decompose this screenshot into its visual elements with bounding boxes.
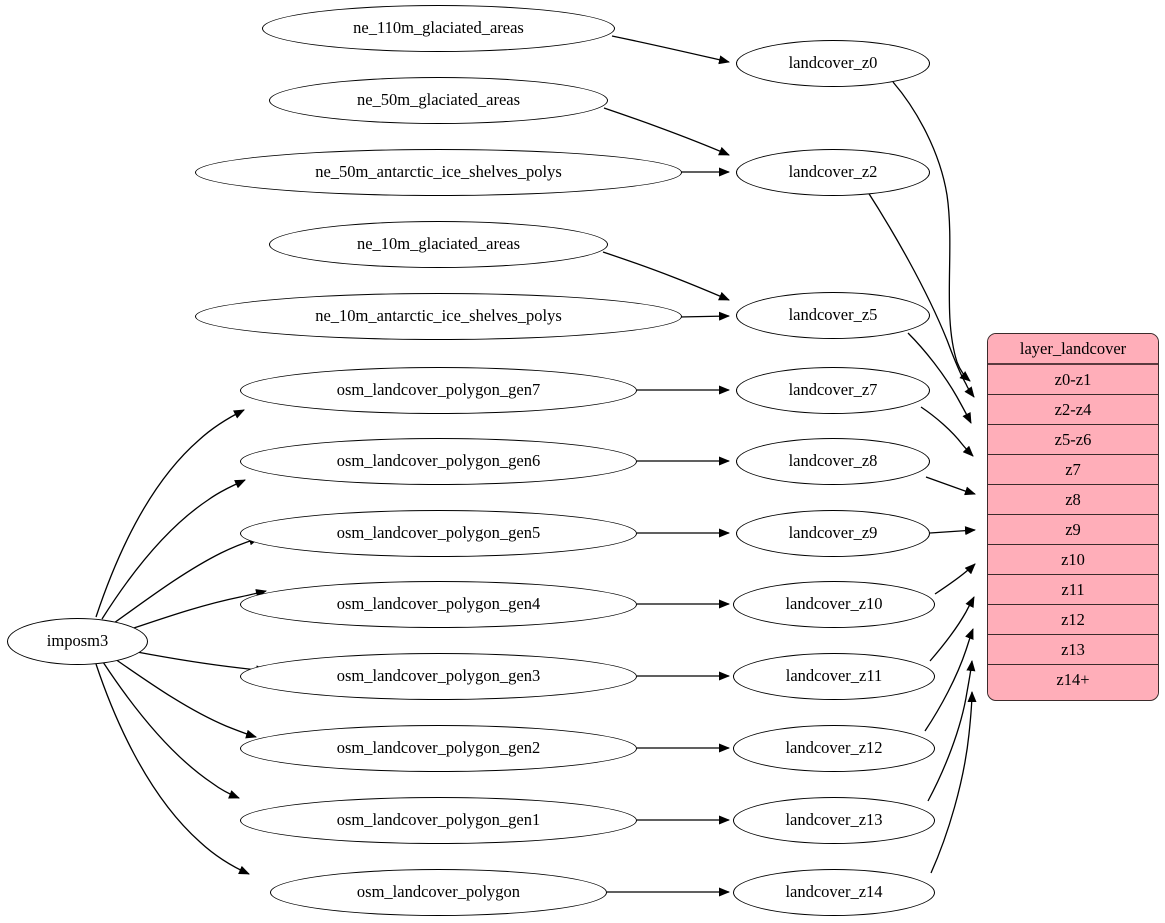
node-imposm3-label: imposm3 <box>46 631 109 651</box>
layer-table-row-z14plus[interactable]: z14+ <box>988 665 1158 695</box>
node-osm-landcover-polygon-gen3[interactable]: osm_landcover_polygon_gen3 <box>240 653 637 700</box>
node-osm-landcover-polygon-gen2[interactable]: osm_landcover_polygon_gen2 <box>240 725 637 772</box>
edge-z11-to-row-z11 <box>929 596 975 662</box>
edge-imposm3-to-gen1 <box>102 661 240 799</box>
node-osm-landcover-polygon-gen1-label: osm_landcover_polygon_gen1 <box>336 810 541 830</box>
node-osm-landcover-polygon-gen1[interactable]: osm_landcover_polygon_gen1 <box>240 797 637 844</box>
node-osm-landcover-polygon-gen6[interactable]: osm_landcover_polygon_gen6 <box>240 438 637 485</box>
node-landcover-z12-label: landcover_z12 <box>785 738 883 758</box>
node-landcover-z8-label: landcover_z8 <box>788 451 878 471</box>
node-ne-10m-glaciated-areas-label: ne_10m_glaciated_areas <box>356 234 521 254</box>
node-landcover-z0[interactable]: landcover_z0 <box>736 40 930 87</box>
node-ne-10m-glaciated-areas[interactable]: ne_10m_glaciated_areas <box>269 221 608 268</box>
edge-imposm3-to-polygon <box>95 663 250 875</box>
layer-table-row-z8[interactable]: z8 <box>988 485 1158 515</box>
node-landcover-z7-label: landcover_z7 <box>788 380 878 400</box>
layer-table-row-z0-z1[interactable]: z0-z1 <box>988 365 1158 395</box>
node-landcover-z11-label: landcover_z11 <box>785 666 883 686</box>
node-osm-landcover-polygon-gen7[interactable]: osm_landcover_polygon_gen7 <box>240 367 637 414</box>
node-osm-landcover-polygon[interactable]: osm_landcover_polygon <box>270 869 607 916</box>
edge-ne50mglac-to-z2 <box>603 107 730 156</box>
edge-z7-to-row-z7 <box>920 406 974 457</box>
layer-table-row-z12[interactable]: z12 <box>988 605 1158 635</box>
node-osm-landcover-polygon-gen5[interactable]: osm_landcover_polygon_gen5 <box>240 510 637 557</box>
edge-ne10mglac-to-z5 <box>602 251 730 301</box>
node-landcover-z5[interactable]: landcover_z5 <box>736 292 930 339</box>
layer-table-row-z5-z6[interactable]: z5-z6 <box>988 425 1158 455</box>
edge-z8-to-row-z8 <box>925 476 976 496</box>
layer-table-row-z10[interactable]: z10 <box>988 545 1158 575</box>
node-ne-50m-antarctic-ice-shelves-polys[interactable]: ne_50m_antarctic_ice_shelves_polys <box>195 149 682 196</box>
edge-ne10mantarctic-to-z5 <box>678 311 730 321</box>
node-landcover-z9-label: landcover_z9 <box>788 523 878 543</box>
edge-imposm3-to-gen5 <box>113 536 260 624</box>
node-landcover-z10-label: landcover_z10 <box>785 594 883 614</box>
node-osm-landcover-polygon-gen5-label: osm_landcover_polygon_gen5 <box>336 523 541 543</box>
node-landcover-z11[interactable]: landcover_z11 <box>733 653 935 700</box>
node-osm-landcover-polygon-gen3-label: osm_landcover_polygon_gen3 <box>336 666 541 686</box>
node-osm-landcover-polygon-gen2-label: osm_landcover_polygon_gen2 <box>336 738 541 758</box>
node-landcover-z2-label: landcover_z2 <box>788 162 878 182</box>
layer-table-row-z2-z4[interactable]: z2-z4 <box>988 395 1158 425</box>
node-ne-50m-antarctic-ice-shelves-polys-label: ne_50m_antarctic_ice_shelves_polys <box>315 162 562 182</box>
node-osm-landcover-polygon-label: osm_landcover_polygon <box>356 882 521 902</box>
layer-table-row-z7[interactable]: z7 <box>988 455 1158 485</box>
edge-imposm3-to-gen3 <box>136 651 267 675</box>
node-ne-110m-glaciated-areas-label: ne_110m_glaciated_areas <box>353 18 524 38</box>
edge-imposm3-to-gen6 <box>101 479 246 620</box>
node-landcover-z12[interactable]: landcover_z12 <box>733 725 935 772</box>
layer-table-row-z11[interactable]: z11 <box>988 575 1158 605</box>
edge-z9-to-row-z9 <box>929 526 976 536</box>
node-osm-landcover-polygon-gen4-label: osm_landcover_polygon_gen4 <box>336 594 541 614</box>
edge-imposm3-to-gen7 <box>95 409 245 618</box>
node-imposm3[interactable]: imposm3 <box>7 618 148 665</box>
layer-table-row-z13[interactable]: z13 <box>988 635 1158 665</box>
node-landcover-z14-label: landcover_z14 <box>785 882 883 902</box>
node-landcover-z2[interactable]: landcover_z2 <box>736 149 930 196</box>
node-ne-50m-glaciated-areas-label: ne_50m_glaciated_areas <box>356 90 521 110</box>
node-osm-landcover-polygon-gen4[interactable]: osm_landcover_polygon_gen4 <box>240 581 637 628</box>
edge-z0-to-row-z0z1 <box>892 81 971 382</box>
layer-landcover-table[interactable]: layer_landcover z0-z1 z2-z4 z5-z6 z7 z8 … <box>987 333 1159 701</box>
edge-z14-to-row-z14plus <box>930 691 977 874</box>
node-ne-10m-antarctic-ice-shelves-polys[interactable]: ne_10m_antarctic_ice_shelves_polys <box>195 293 682 340</box>
layer-table-row-z9[interactable]: z9 <box>988 515 1158 545</box>
node-ne-110m-glaciated-areas[interactable]: ne_110m_glaciated_areas <box>262 5 615 52</box>
node-landcover-z0-label: landcover_z0 <box>788 53 878 73</box>
node-ne-10m-antarctic-ice-shelves-polys-label: ne_10m_antarctic_ice_shelves_polys <box>315 306 562 326</box>
node-osm-landcover-polygon-gen6-label: osm_landcover_polygon_gen6 <box>336 451 541 471</box>
node-landcover-z8[interactable]: landcover_z8 <box>736 438 930 485</box>
node-landcover-z7[interactable]: landcover_z7 <box>736 367 930 414</box>
node-ne-50m-glaciated-areas[interactable]: ne_50m_glaciated_areas <box>269 77 608 124</box>
edge-z13-to-row-z13 <box>927 660 976 802</box>
edge-z2-to-row-z2z4 <box>865 188 975 398</box>
node-osm-landcover-polygon-gen7-label: osm_landcover_polygon_gen7 <box>336 380 541 400</box>
node-landcover-z14[interactable]: landcover_z14 <box>733 869 935 916</box>
node-landcover-z9[interactable]: landcover_z9 <box>736 510 930 557</box>
node-landcover-z13-label: landcover_z13 <box>785 810 883 830</box>
node-landcover-z13[interactable]: landcover_z13 <box>733 797 935 844</box>
edge-z10-to-row-z10 <box>934 563 976 595</box>
edge-imposm3-to-gen2 <box>114 658 257 739</box>
edge-ne110m-to-z0 <box>611 35 730 65</box>
layer-table-header: layer_landcover <box>988 334 1158 365</box>
node-landcover-z10[interactable]: landcover_z10 <box>733 581 935 628</box>
node-landcover-z5-label: landcover_z5 <box>788 305 878 325</box>
